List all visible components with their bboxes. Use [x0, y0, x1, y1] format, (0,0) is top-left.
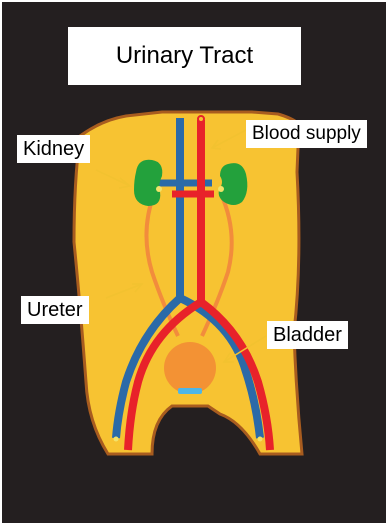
left-kidney: [134, 160, 162, 206]
left-kidney-hilum: [156, 186, 162, 192]
ureter-label: Ureter: [21, 296, 89, 324]
bladder-label: Bladder: [267, 321, 348, 349]
right-leg-marker: [258, 437, 263, 442]
right-kidney: [219, 163, 248, 205]
artery-top-marker: [198, 116, 204, 122]
bladder-base: [178, 388, 202, 394]
torso-silhouette: [74, 112, 302, 454]
right-kidney-hilum: [218, 186, 224, 192]
bladder-shape: [164, 342, 216, 394]
kidney-label: Kidney: [17, 135, 90, 163]
blood-supply-label: Blood supply: [246, 120, 367, 148]
left-leg-marker: [114, 437, 119, 442]
diagram-title: Urinary Tract: [68, 27, 301, 85]
